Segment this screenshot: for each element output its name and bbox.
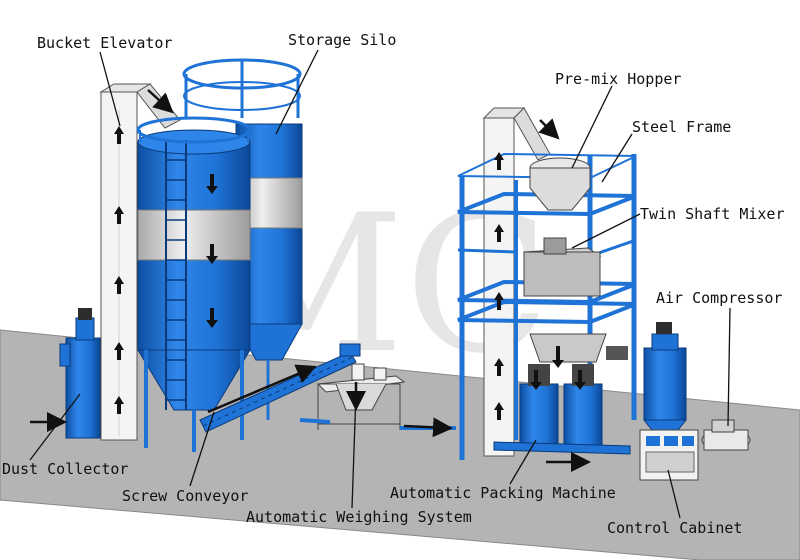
down-arrow-silo-2 bbox=[206, 244, 218, 264]
dust-collector-right bbox=[642, 322, 688, 441]
leader-dust-collector bbox=[29, 393, 81, 461]
leader-storage-silo bbox=[275, 49, 319, 135]
leader-control-cabinet bbox=[667, 469, 681, 519]
control-cabinet bbox=[639, 429, 699, 481]
bucket-elevator-left bbox=[99, 83, 181, 441]
air-compressor bbox=[701, 419, 751, 451]
down-arrow-packer-2 bbox=[574, 370, 586, 390]
leader-premix-hopper bbox=[571, 85, 613, 169]
down-arrow-packer-1 bbox=[530, 370, 542, 390]
leader-air-compressor bbox=[727, 307, 731, 427]
twin-shaft-mixer bbox=[522, 237, 628, 363]
up-arrow-right-elevator-1 bbox=[494, 152, 504, 170]
label-steel-frame: Steel Frame bbox=[632, 118, 732, 136]
down-arrow-mixer bbox=[552, 346, 564, 368]
label-bucket-elevator: Bucket Elevator bbox=[37, 34, 173, 52]
storage-silo-front bbox=[136, 116, 252, 452]
leader-weighing-system bbox=[351, 391, 357, 509]
conveyor-flow-arrow bbox=[207, 364, 317, 414]
up-arrow-left-elevator-3 bbox=[114, 276, 124, 294]
label-automatic-packing-machine: Automatic Packing Machine bbox=[390, 484, 616, 502]
leader-bucket-elevator bbox=[99, 51, 121, 127]
label-screw-conveyor: Screw Conveyor bbox=[122, 487, 249, 505]
weigher-out-arrow bbox=[403, 417, 453, 438]
label-air-compressor: Air Compressor bbox=[656, 289, 783, 307]
label-twin-shaft-mixer: Twin Shaft Mixer bbox=[640, 205, 785, 223]
up-arrow-left-elevator-4 bbox=[114, 342, 124, 360]
up-arrow-left-elevator-1 bbox=[114, 126, 124, 144]
dust-collector-left bbox=[59, 308, 101, 439]
leader-steel-frame bbox=[601, 133, 633, 183]
leader-twin-shaft-mixer bbox=[571, 213, 641, 249]
elevator-discharge-arrow bbox=[147, 89, 174, 114]
leader-lines bbox=[29, 49, 731, 519]
up-arrow-right-elevator-4 bbox=[494, 358, 504, 376]
up-arrow-left-elevator-2 bbox=[114, 206, 124, 224]
label-automatic-weighing-system: Automatic Weighing System bbox=[246, 508, 472, 526]
down-arrow-silo-3 bbox=[206, 308, 218, 328]
flow-arrows bbox=[114, 126, 586, 420]
up-arrow-right-elevator-5 bbox=[494, 402, 504, 420]
premix-feed-arrow bbox=[538, 118, 560, 140]
label-control-cabinet: Control Cabinet bbox=[607, 519, 743, 537]
label-dust-collector: Dust Collector bbox=[2, 460, 129, 478]
up-arrow-right-elevator-3 bbox=[494, 292, 504, 310]
label-storage-silo: Storage Silo bbox=[288, 31, 397, 49]
down-arrow-silo-1 bbox=[206, 174, 218, 194]
leader-screw-conveyor bbox=[189, 411, 215, 487]
up-arrow-right-elevator-2 bbox=[494, 224, 504, 242]
steel-frame bbox=[457, 152, 637, 460]
up-arrow-left-elevator-5 bbox=[114, 396, 124, 414]
leader-packing-machine bbox=[509, 439, 537, 485]
label-premix-hopper: Pre-mix Hopper bbox=[555, 70, 682, 88]
flow-lines bbox=[30, 89, 591, 472]
